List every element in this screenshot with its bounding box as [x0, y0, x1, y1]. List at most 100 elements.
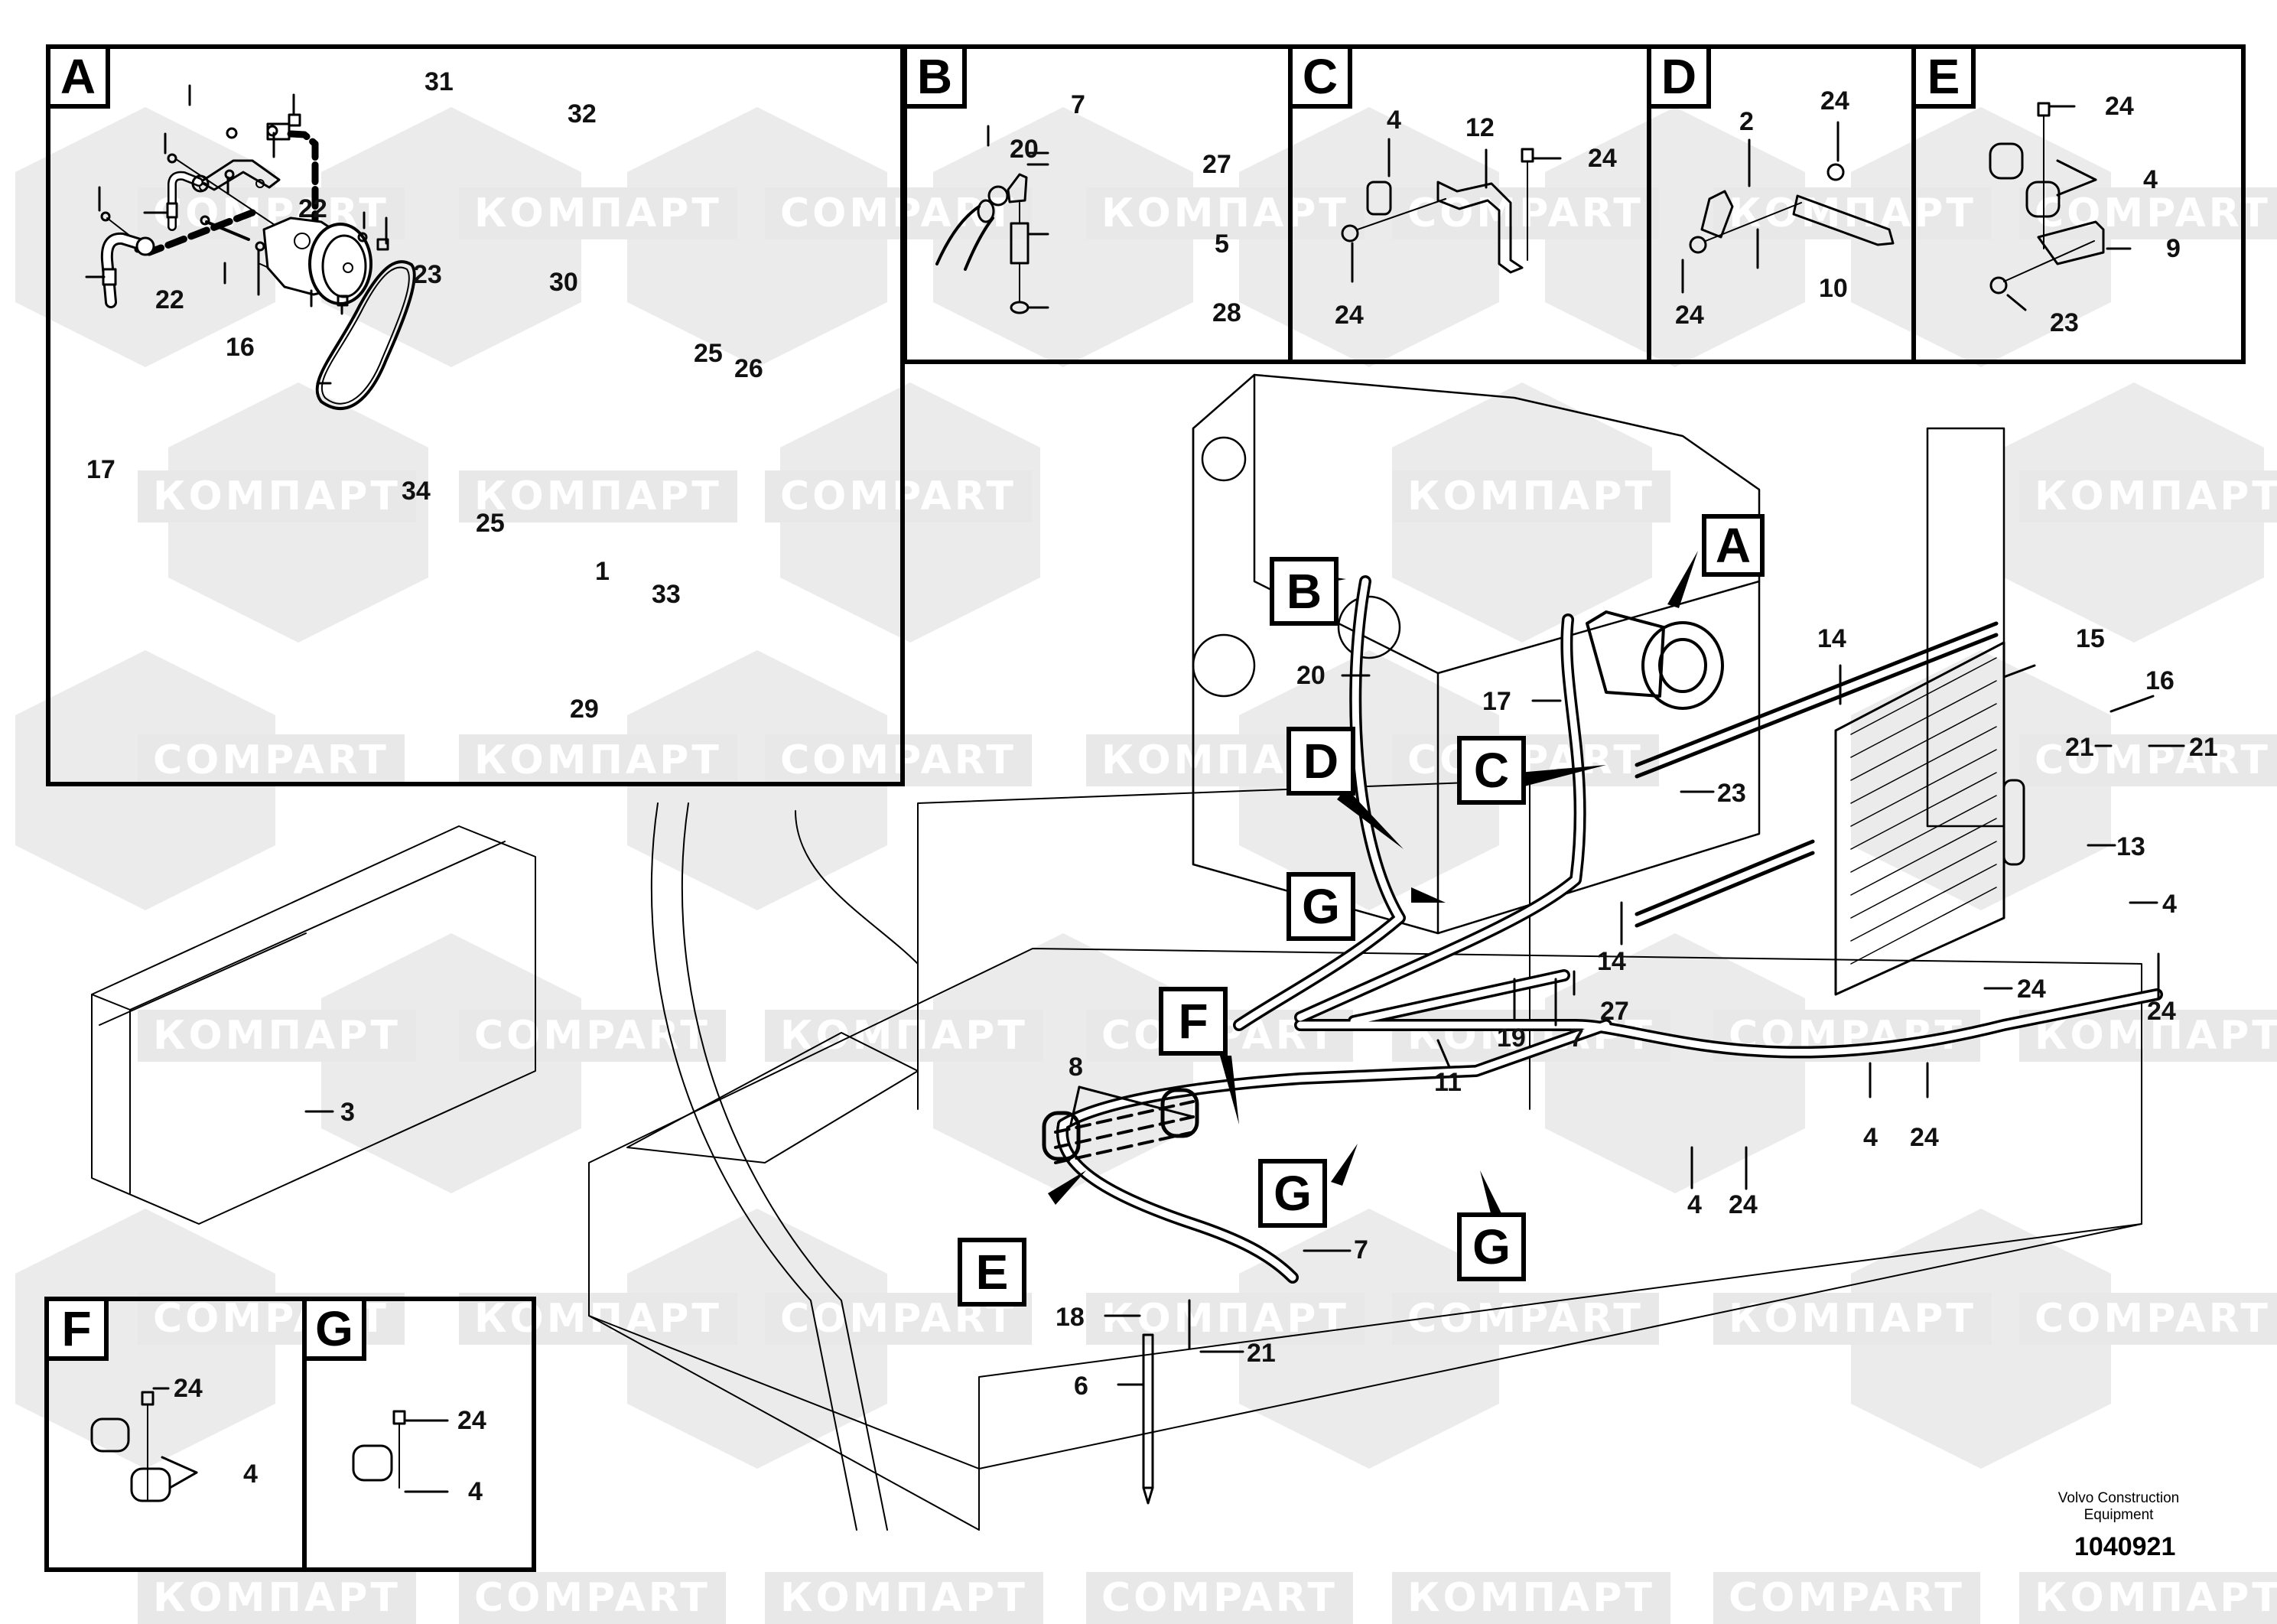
bolt-32: [289, 115, 300, 125]
clamp-7: [989, 187, 1007, 205]
bolt-24: [1690, 237, 1706, 252]
panel-letter-b: B: [907, 49, 967, 109]
part-label: 7: [1570, 1024, 1584, 1053]
part-label: 16: [2145, 666, 2175, 695]
callout-b[interactable]: B: [1270, 557, 1339, 626]
part-label: 10: [1819, 274, 1848, 303]
part-label: 17: [1482, 687, 1511, 716]
watermark-text: COMPART: [1392, 1293, 1659, 1345]
part-label: 7: [1354, 1235, 1368, 1264]
part-label: 4: [468, 1477, 483, 1506]
callout-c[interactable]: C: [1457, 736, 1526, 805]
callout-g[interactable]: G: [1258, 1159, 1327, 1228]
watermark-text: КОМПАРТ: [459, 734, 737, 786]
publisher-line-1: Volvo Construction: [2057, 1490, 2180, 1506]
compressor-on-engine: [1587, 612, 1722, 708]
v-belt-29: [317, 262, 415, 408]
watermark-text: COMPART: [138, 734, 405, 786]
detail-d-drawing: [1683, 122, 1893, 292]
watermark-text: КОМПАРТ: [138, 1010, 416, 1062]
part-label: 26: [734, 354, 763, 383]
hose-17-fitting: [137, 238, 154, 255]
callout-a[interactable]: A: [1702, 514, 1765, 577]
part-label: 32: [568, 99, 597, 129]
part-label: 24: [457, 1406, 486, 1435]
part-label: 22: [155, 285, 184, 314]
callout-d[interactable]: D: [1287, 727, 1355, 796]
detail-panel-a: A: [46, 44, 905, 786]
condenser-15: [1836, 643, 2024, 994]
detail-panel-f: F: [44, 1297, 307, 1572]
part-label: 12: [1465, 113, 1495, 142]
part-label: 4: [2162, 890, 2177, 919]
watermark-text: COMPART: [1392, 187, 1659, 239]
part-label: 6: [1074, 1372, 1088, 1401]
bolt-22: [102, 213, 109, 220]
part-label: 23: [2050, 308, 2079, 337]
watermark-text: КОМПАРТ: [1713, 187, 1992, 239]
part-label: 30: [549, 268, 578, 297]
part-label: 24: [174, 1374, 203, 1403]
panel-letter-c: C: [1293, 49, 1352, 109]
bracket-12: [1438, 182, 1522, 272]
part-label: 14: [1817, 624, 1846, 653]
watermark-text: КОМПАРТ: [1086, 1293, 1365, 1345]
callout-e[interactable]: E: [958, 1238, 1026, 1307]
callout-f[interactable]: F: [1159, 987, 1228, 1056]
panel-letter-a: A: [50, 49, 110, 109]
watermark-text: КОМПАРТ: [459, 187, 737, 239]
detail-a-drawing: [86, 86, 415, 408]
watermark-text: КОМПАРТ: [765, 1010, 1043, 1062]
clamp-4: [92, 1419, 128, 1451]
watermark-text: COMPART: [765, 470, 1032, 522]
publisher-name: Volvo Construction Equipment: [2019, 1490, 2218, 1524]
panel-letter-e: E: [1916, 49, 1976, 109]
bolt-24: [1828, 164, 1843, 180]
watermark-text: КОМПАРТ: [2019, 1010, 2277, 1062]
part-label: 18: [1056, 1303, 1085, 1332]
detail-e-drawing: [1990, 103, 2130, 310]
callout-g[interactable]: G: [1287, 872, 1355, 941]
bolt-24: [1342, 226, 1358, 241]
part-label: 24: [2105, 92, 2134, 121]
watermark-text: COMPART: [2019, 1293, 2277, 1345]
part-label: 19: [1497, 1024, 1526, 1053]
part-label: 24: [1910, 1123, 1939, 1152]
watermark-text: COMPART: [459, 1010, 726, 1062]
part-label: 5: [1215, 229, 1229, 259]
part-label: 24: [2017, 975, 2046, 1004]
detail-c-drawing: [1342, 139, 1560, 282]
part-label: 4: [243, 1460, 258, 1489]
washer-25: [256, 242, 264, 250]
watermark-text: COMPART: [765, 187, 1032, 239]
clamp-4: [353, 1446, 392, 1480]
bracket-31: [200, 161, 279, 190]
rail-14: [1637, 841, 1813, 926]
bolt-23: [1991, 278, 2006, 293]
detail-panel-g: G: [302, 1297, 536, 1572]
watermark-text: COMPART: [765, 734, 1032, 786]
watermark-hexagon: [1545, 933, 1805, 1193]
callout-g[interactable]: G: [1457, 1212, 1526, 1281]
part-label: 13: [2116, 832, 2145, 861]
bracket-10: [1794, 196, 1893, 245]
part-label: 16: [226, 333, 255, 362]
part-label: 27: [1202, 150, 1231, 179]
detail-panel-e: E: [1911, 44, 2246, 364]
compressor-1: [264, 218, 371, 304]
hose-20: [937, 207, 979, 264]
part-label: 25: [694, 339, 723, 368]
part-label: 24: [1729, 1190, 1758, 1219]
part-label: 22: [298, 194, 327, 223]
part-label: 23: [1717, 779, 1746, 808]
part-label: 21: [2065, 733, 2094, 762]
part-label: 9: [2166, 234, 2181, 263]
detail-panel-d: D: [1647, 44, 1916, 364]
part-label: 24: [1675, 301, 1704, 330]
callout-pointers: [1048, 551, 1698, 1216]
part-label: 4: [1863, 1123, 1878, 1152]
part-label: 4: [1687, 1190, 1702, 1219]
part-label: 34: [402, 477, 431, 506]
part-label: 23: [413, 260, 442, 289]
